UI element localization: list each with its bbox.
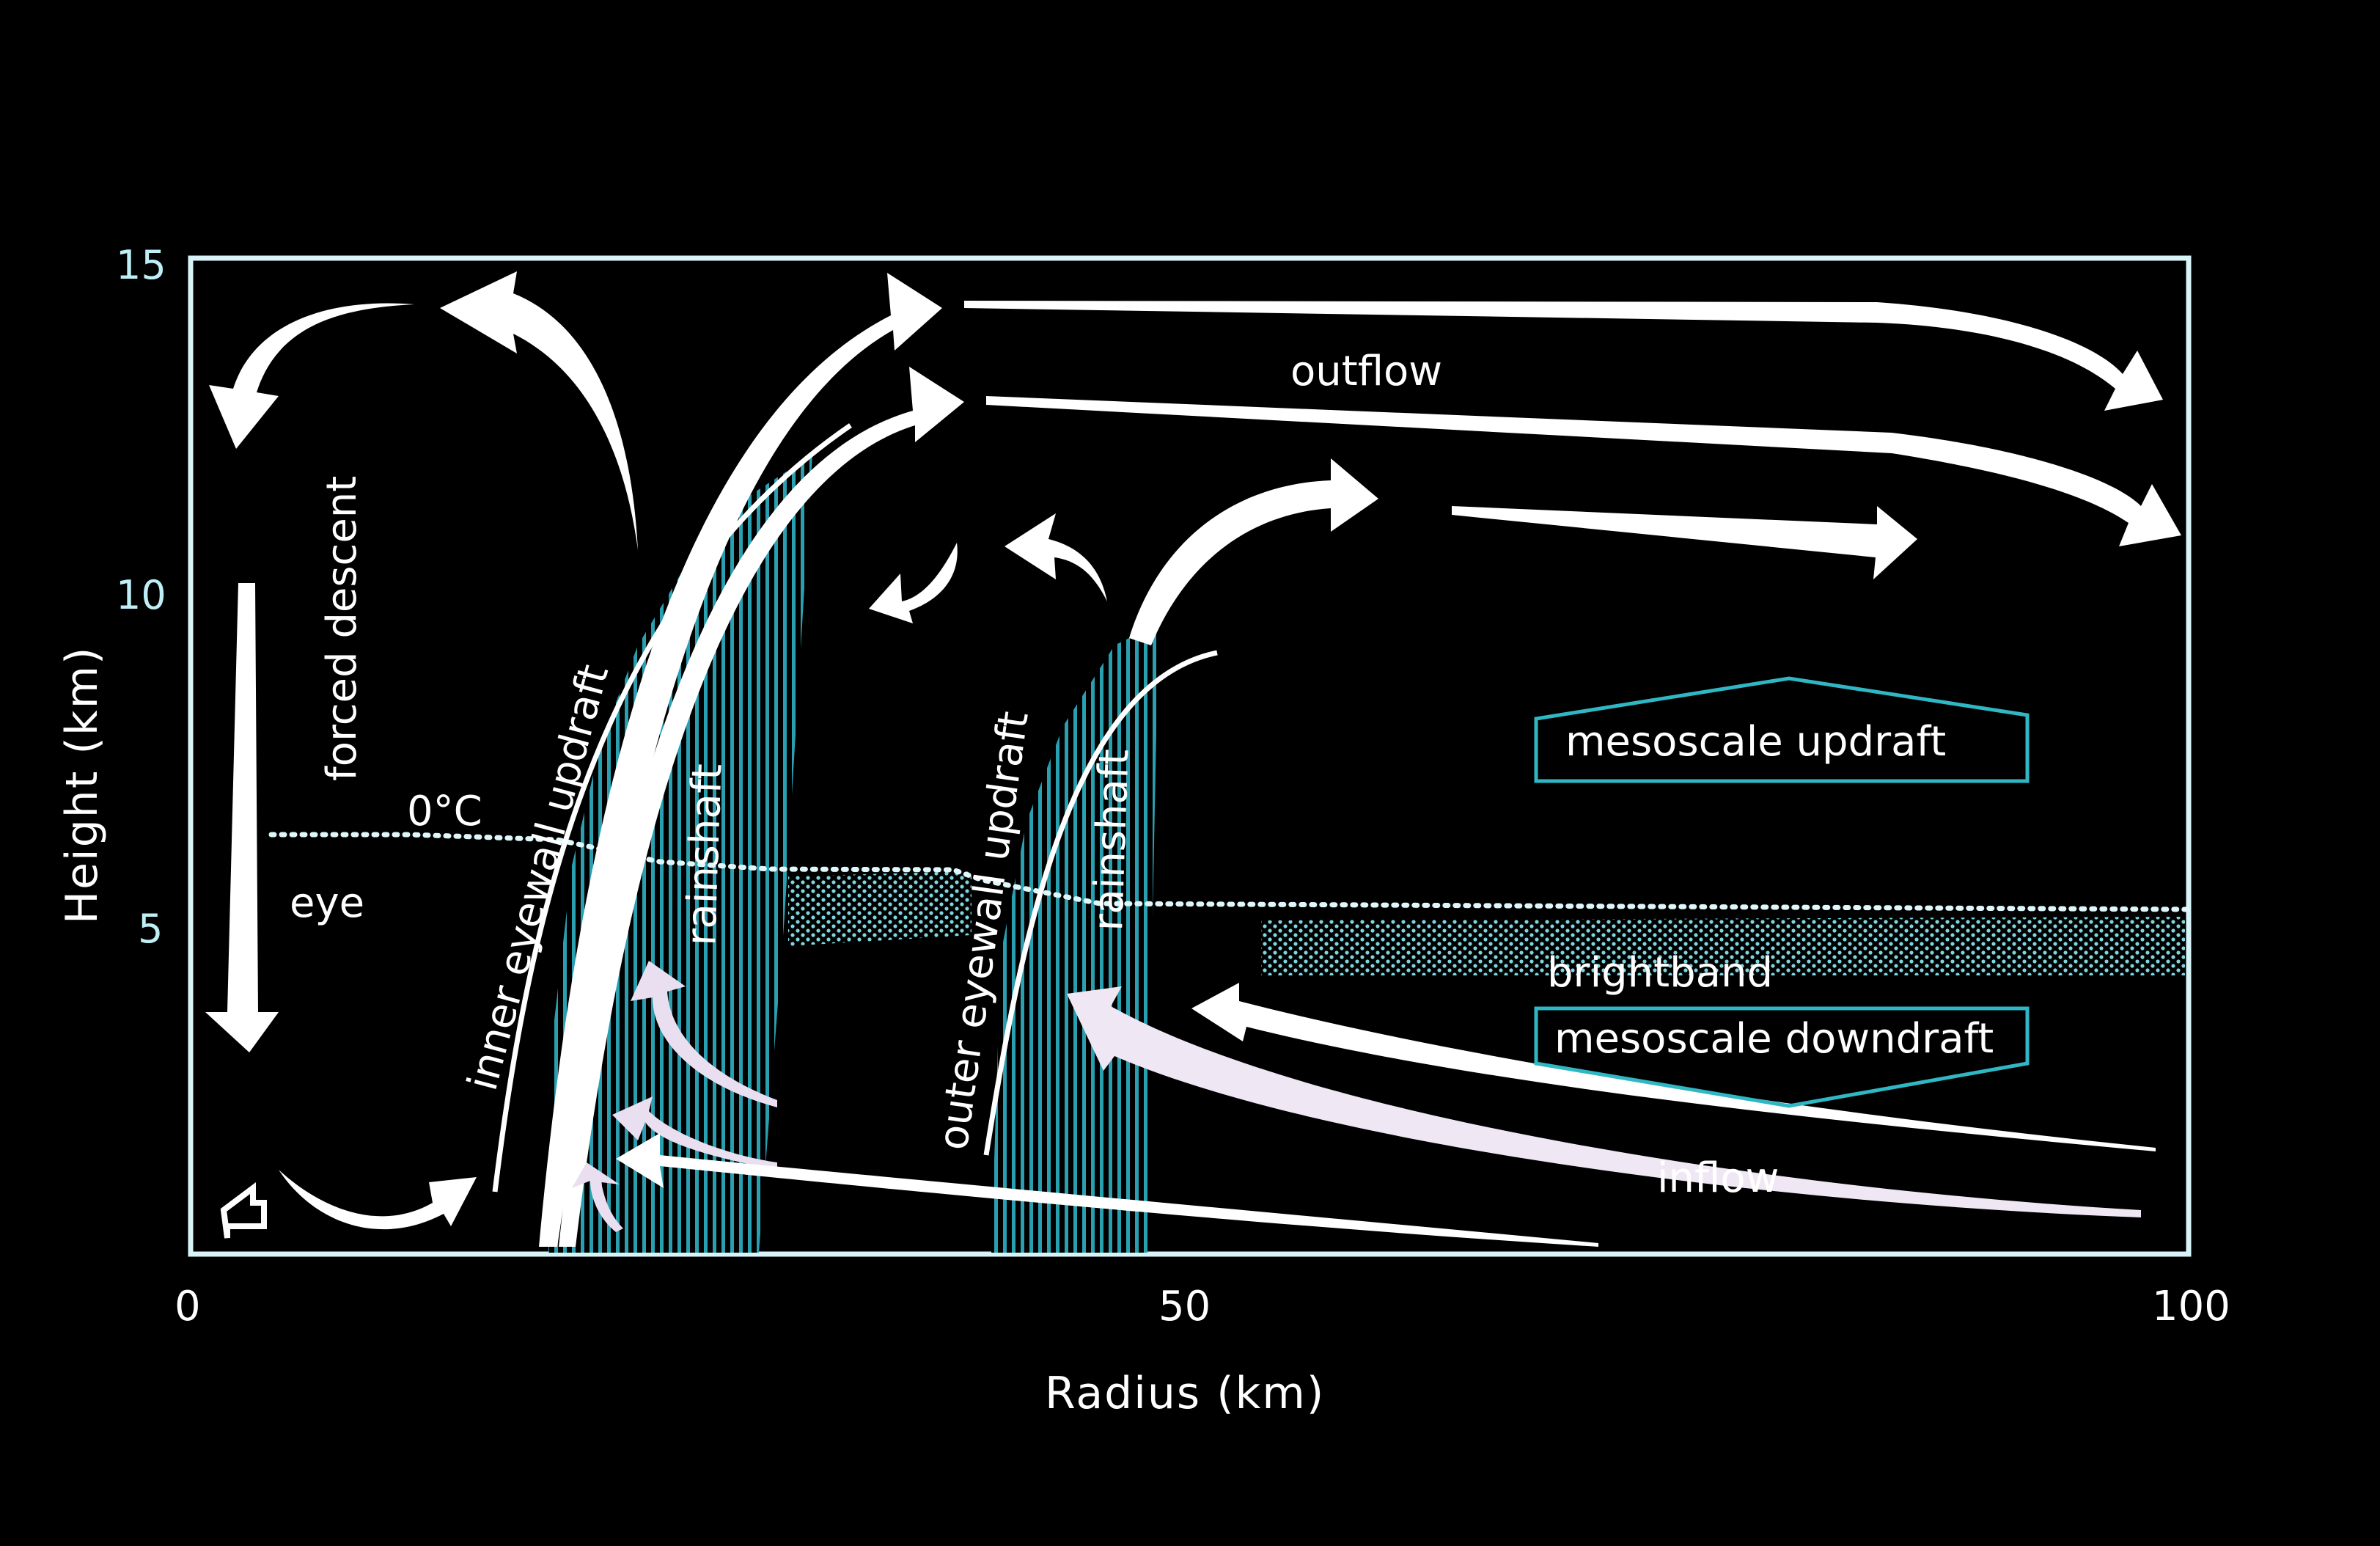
rainshaft-up-arrow-3 [572,1162,623,1232]
outflow-arrow-mid [1452,506,1917,579]
label-eye: eye [290,879,364,927]
x-axis-label: Radius (km) [1045,1368,1325,1419]
label-rainshaft-outer: rainshaft [1084,748,1139,931]
x-tick-0: 0 [175,1283,201,1330]
small-curl-arrow-left [869,543,958,623]
label-mesoscale-updraft: mesoscale updraft [1565,718,1946,766]
mesoscale-updraft-box [1534,676,2030,783]
rainshaft-up-arrow-1 [631,961,777,1107]
forced-descent-arrow [205,583,279,1052]
outer-eyewall-line [983,650,1218,1156]
eye-bottom-inflow-arrow [279,1170,477,1230]
y-axis-label: Height (km) [56,646,108,924]
label-inflow: inflow [1657,1154,1779,1202]
plot-frame [188,255,2192,1257]
inner-updraft-arrow-2 [559,367,964,1247]
label-rainshaft-inner: rainshaft [677,763,732,946]
freezing-level-line [268,832,2192,912]
label-zero-c: 0°C [407,788,482,835]
x-tick-50: 50 [1158,1283,1211,1330]
outer-rainshaft-area [991,623,1158,1253]
eyewall-return-arrow [440,271,638,550]
outflow-arrow-lower [986,396,2181,546]
inner-eyewall-line [492,423,852,1193]
y-tick-5: 5 [138,906,163,952]
brightband-dots-inner [788,871,972,946]
x-tick-100: 100 [2152,1283,2230,1330]
label-outflow: outflow [1290,348,1442,395]
eye-corner-arrow [220,1182,267,1239]
brightband-dots-outer [1261,917,2185,975]
inner-updraft-arrow-1 [539,273,942,1247]
rainshaft-up-arrow-2 [612,1096,777,1170]
y-tick-15: 15 [116,242,166,288]
y-tick-10: 10 [116,572,166,618]
small-curl-arrow-right [1004,513,1107,601]
inflow-arrow-2 [1067,986,2141,1217]
inflow-arrow-1 [616,1133,1598,1247]
outer-updraft-arrow [1129,458,1378,645]
label-forced-descent: forced descent [318,476,366,781]
eye-descent-curve-arrow [209,303,414,449]
label-mesoscale-downdraft: mesoscale downdraft [1554,1015,1994,1063]
mesoscale-downdraft-box [1534,1006,2030,1108]
inner-rainshaft-area [548,455,812,1253]
outflow-arrow-top [964,301,2163,411]
label-brightband: brightband [1547,949,1773,997]
